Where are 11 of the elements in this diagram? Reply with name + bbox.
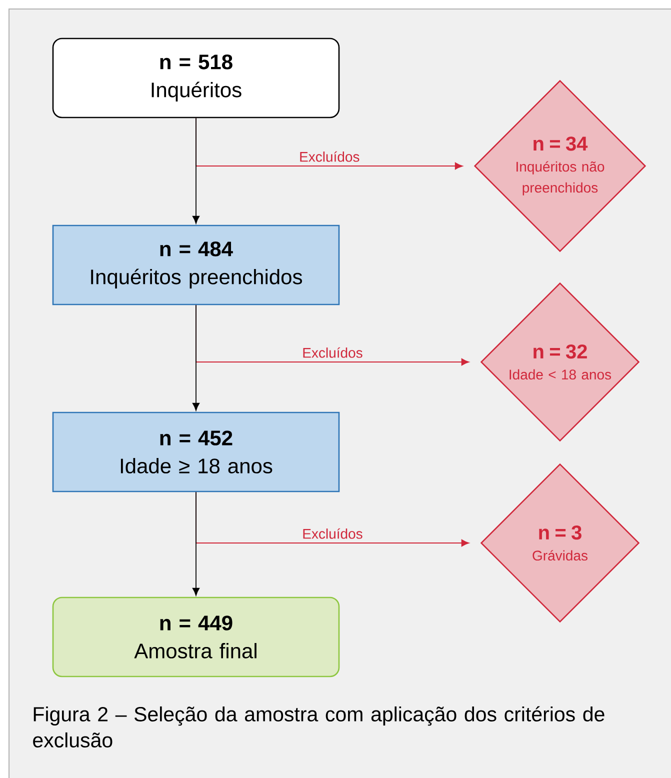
process-box: n = 452 Idade ≥ 18 anos: [52, 412, 340, 492]
arrow: [192, 492, 200, 596]
edge-label: Excluídos: [303, 528, 362, 539]
arrow: [192, 118, 200, 224]
process-box: n = 518 Inquéritos: [52, 38, 340, 118]
edge-label: Excluídos: [300, 151, 360, 162]
arrow: [192, 304, 200, 411]
process-box: n = 449 Amostra final: [52, 596, 340, 678]
process-box: n = 484 Inquéritos preenchidos: [52, 224, 340, 306]
figure-caption: Figura 2 – Seleção da amostra com aplicação dos critérios de exclusão: [33, 706, 604, 748]
edge-label: Excluídos: [303, 347, 362, 358]
